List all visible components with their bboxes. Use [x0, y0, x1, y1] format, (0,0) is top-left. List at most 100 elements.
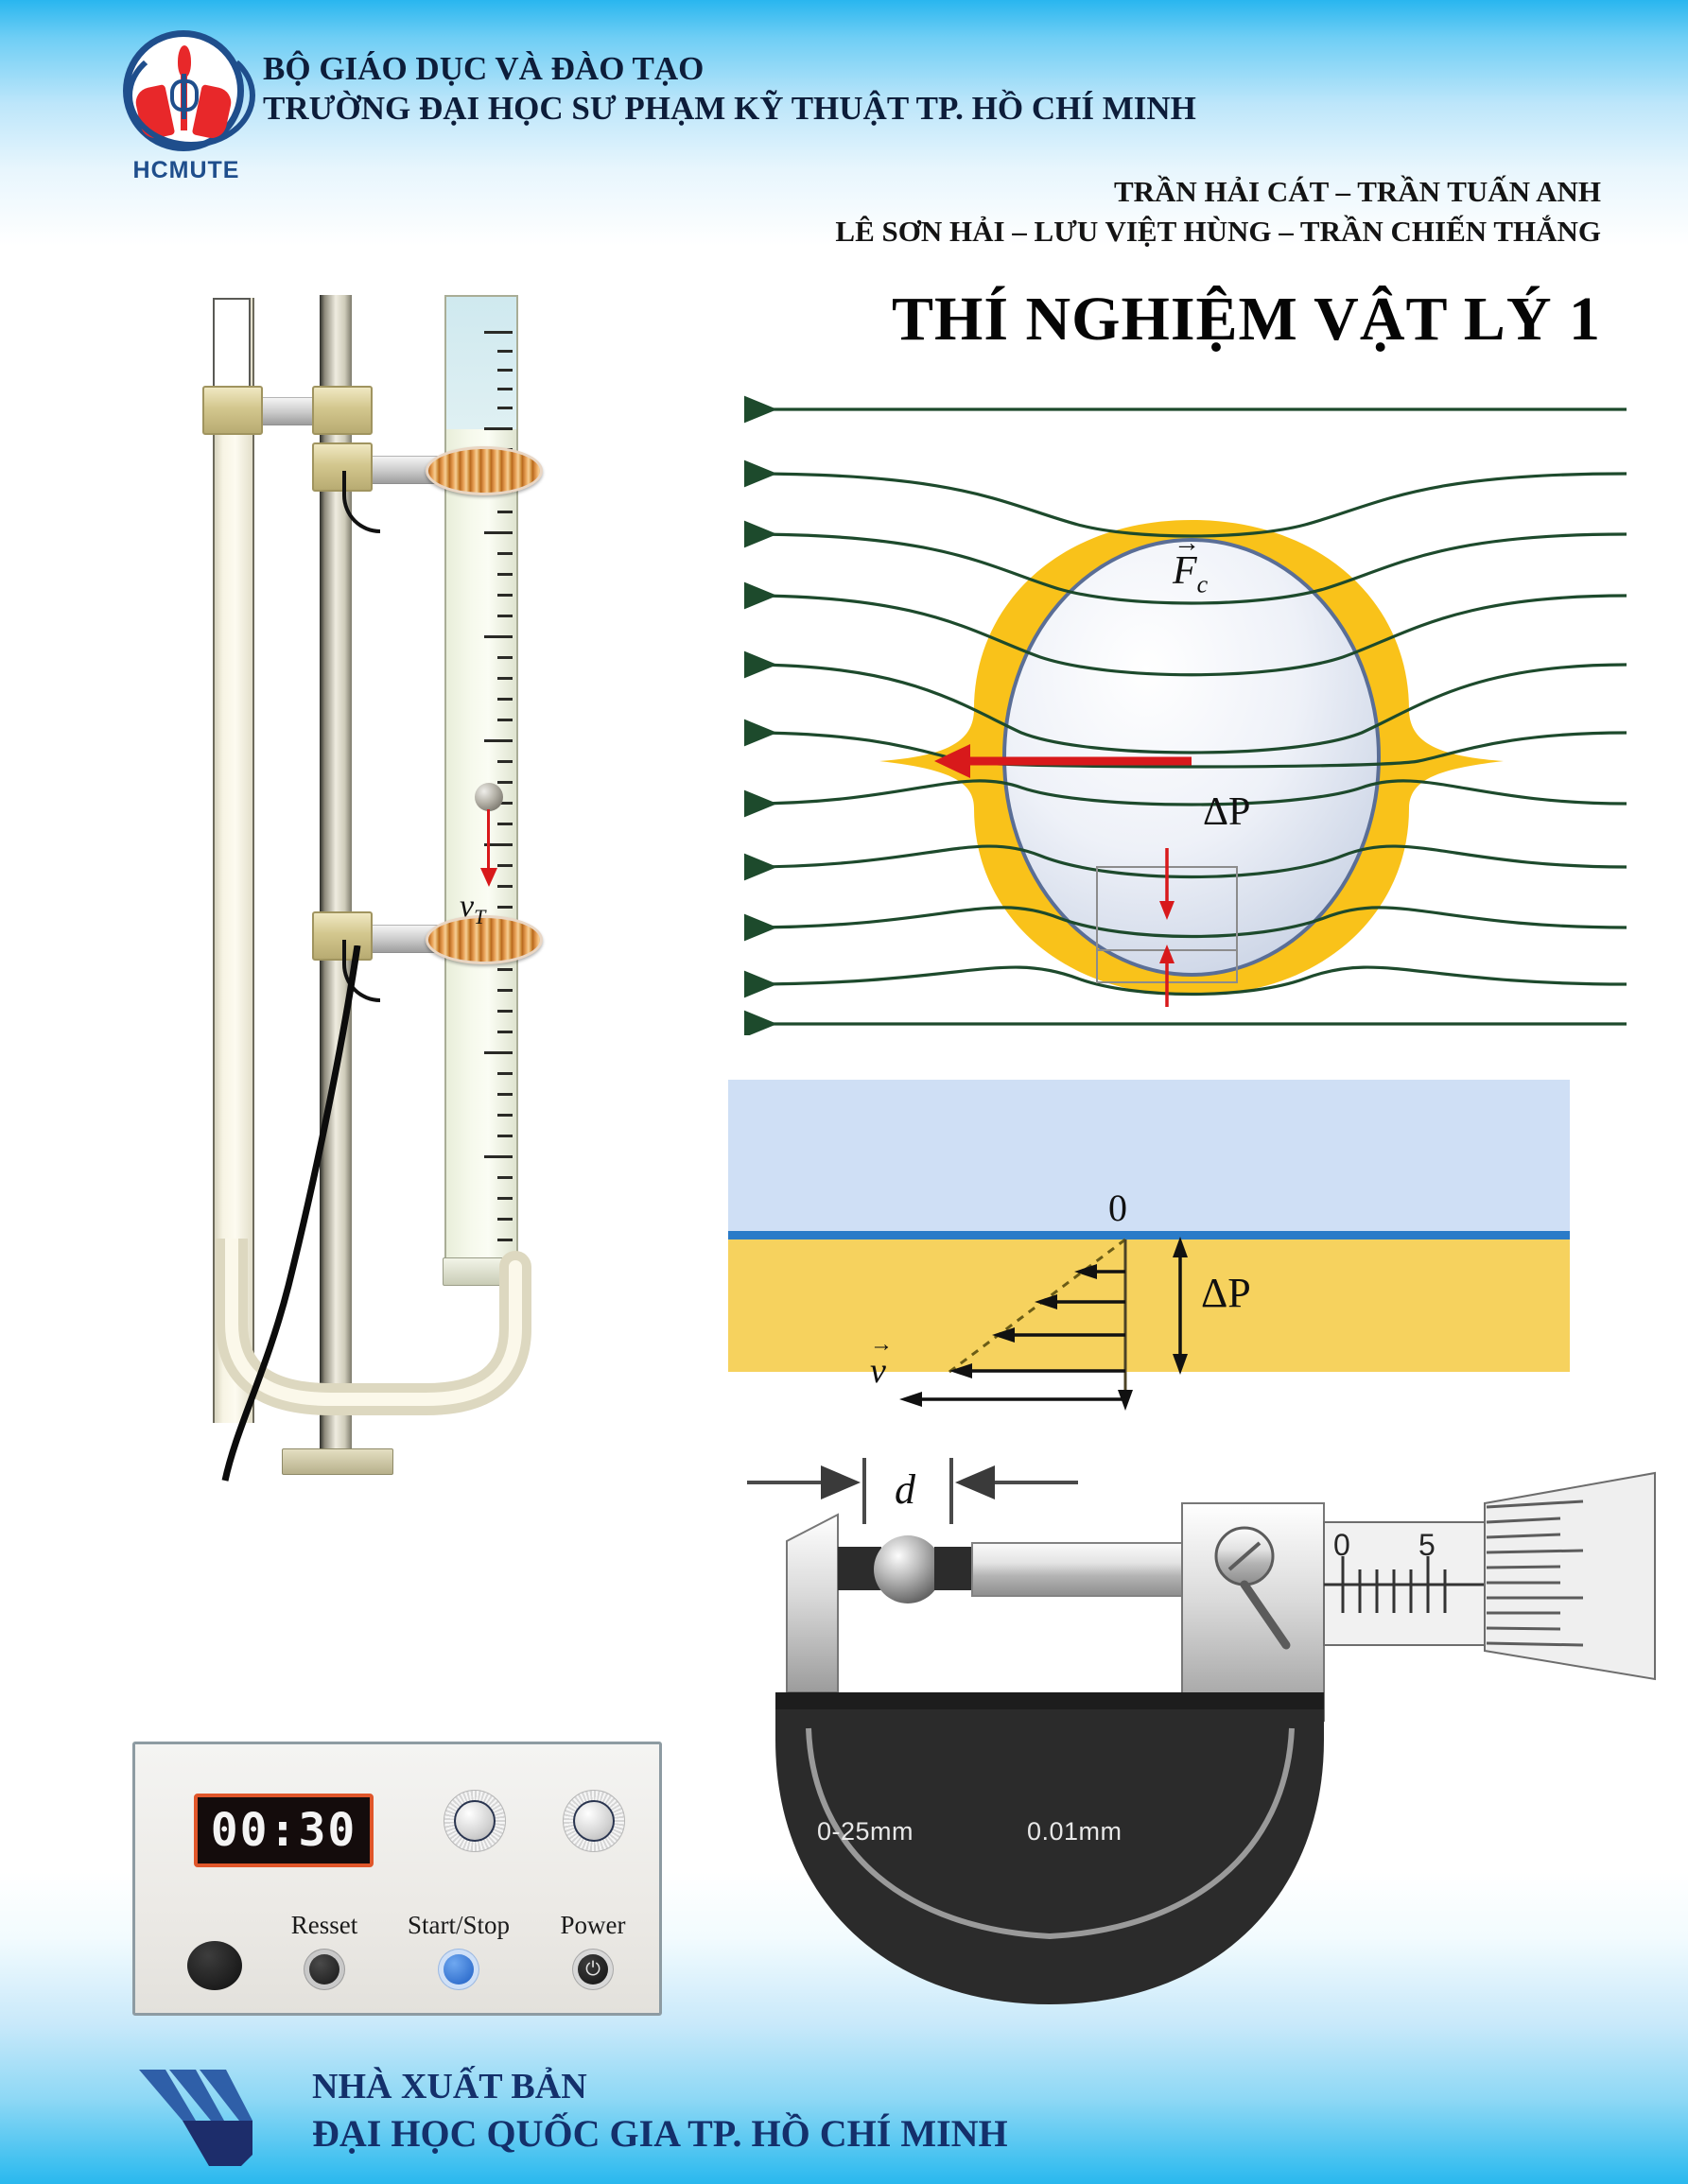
u-tube-open-top: [213, 298, 251, 390]
viscometer-apparatus: vT: [142, 284, 671, 1759]
measured-sphere: [874, 1535, 942, 1603]
ministry-line: BỘ GIÁO DỤC VÀ ĐÀO TẠO: [263, 50, 705, 87]
hcmute-logo-text: HCMUTE: [132, 157, 240, 183]
page-title: THÍ NGHIỆM VẬT LÝ 1: [891, 285, 1601, 354]
drag-force-label: → Fc: [1173, 529, 1209, 598]
clamp-left-upper[interactable]: [202, 386, 263, 435]
scale-tick: [497, 906, 513, 909]
thimble-scale-ticks: [1486, 1499, 1584, 1647]
publisher-logo: [139, 2070, 252, 2166]
footer: NHÀ XUẤT BẢN ĐẠI HỌC QUỐC GIA TP. HỒ CHÍ…: [0, 2056, 1688, 2184]
lower-fluid-layer: [728, 1239, 1570, 1372]
streamline-svg: [743, 395, 1627, 1072]
scale-tick: [484, 1051, 513, 1054]
university-line: TRƯỜNG ĐẠI HỌC SƯ PHẠM KỸ THUẬT TP. HỒ C…: [263, 90, 1196, 127]
dimension-arrowhead-left-icon: [821, 1465, 861, 1499]
terminal-velocity-arrow: [487, 809, 490, 874]
authors-line-1: TRẦN HẢI CÁT – TRẦN TUẤN ANH: [1113, 175, 1601, 208]
micrometer-range-label: 0-25mm: [817, 1817, 914, 1846]
streamline-flow-figure: → Fc ΔP: [719, 383, 1664, 1072]
falling-sphere: [475, 783, 503, 811]
scale-tick: [497, 781, 513, 784]
sleeve-tick-label-0: 0: [1333, 1528, 1351, 1562]
sleeve-tick-label-5: 5: [1418, 1528, 1436, 1562]
velocity-profile-svg: [899, 1237, 1188, 1411]
micrometer-c-frame: [775, 1692, 1324, 2004]
scale-tick: [497, 968, 513, 971]
clamp-rod-upper[interactable]: [312, 386, 373, 435]
velocity-gradient-line: [945, 1238, 1126, 1377]
start-stop-button[interactable]: [444, 1954, 474, 1985]
u-tube-left-limb: [213, 298, 254, 1423]
micrometer-thimble: [1484, 1471, 1656, 1681]
timer-knob-left[interactable]: [444, 1790, 506, 1852]
logo-arc-icon: [127, 43, 255, 147]
scale-tick: [484, 531, 513, 534]
spindle: [971, 1542, 1183, 1597]
scale-tick: [497, 1072, 513, 1075]
scale-tick: [497, 369, 513, 372]
start-stop-button-label: Start/Stop: [407, 1911, 510, 1939]
streamline-group: [743, 395, 1627, 1038]
reset-button[interactable]: [309, 1954, 339, 1985]
digital-timer-device: 00:30 Resset Start/Stop Power ⏻: [132, 1742, 662, 2016]
cylinder-upper-liquid: [446, 297, 516, 429]
timer-display: 00:30: [194, 1794, 374, 1867]
dimension-arrowhead-right-icon: [955, 1465, 995, 1499]
scale-tick: [497, 802, 513, 805]
sleeve-scale-ticks: [1341, 1556, 1447, 1613]
velocity-vectors: [914, 1270, 1125, 1401]
scale-tick: [497, 698, 513, 701]
micrometer-svg: [747, 1458, 1656, 2004]
scale-tick: [497, 1135, 513, 1137]
scale-tick: [497, 573, 513, 576]
scale-tick: [484, 635, 513, 638]
reset-button-label: Resset: [290, 1911, 358, 1939]
scale-tick: [497, 823, 513, 825]
header: HCMUTE BỘ GIÁO DỤC VÀ ĐÀO TẠO TRƯỜNG ĐẠI…: [0, 0, 1688, 248]
cable-plug: [187, 1941, 242, 1990]
scale-tick: [497, 594, 513, 597]
logo-emblem: [123, 30, 255, 151]
origin-label: 0: [1108, 1187, 1127, 1229]
scale-tick: [497, 1010, 513, 1013]
scale-tick: [497, 350, 513, 353]
drag-force-arrow: [934, 744, 1192, 778]
support-rod-base: [282, 1448, 393, 1475]
scale-tick: [497, 1176, 513, 1179]
hcmute-logo: HCMUTE: [115, 30, 255, 183]
scale-tick: [497, 656, 513, 659]
pressure-difference-label-profile: ΔP: [1201, 1270, 1251, 1316]
scale-tick: [497, 1093, 513, 1096]
upper-fluid-layer: [728, 1080, 1570, 1231]
scale-tick: [497, 885, 513, 888]
scale-tick: [484, 331, 513, 334]
velocity-vector-heads: [899, 1264, 1097, 1407]
pressure-bracket-bottom-arrowhead-icon: [1173, 1354, 1188, 1375]
scale-tick: [497, 1114, 513, 1117]
micrometer-figure: d 0-25mm 0.01mm 0 5: [719, 1456, 1674, 2042]
terminal-velocity-label: vT: [460, 889, 486, 928]
power-glyph-icon: ⏻: [585, 1958, 600, 1980]
micrometer-precision-label: 0.01mm: [1027, 1817, 1122, 1846]
terminal-velocity-arrowhead-icon: [480, 868, 497, 887]
power-cable: [221, 945, 361, 1482]
diameter-label: d: [895, 1466, 915, 1513]
copper-coil-lower: [426, 915, 543, 964]
pressure-difference-label-sphere: ΔP: [1203, 790, 1251, 834]
publisher-line-2: ĐẠI HỌC QUỐC GIA TP. HỒ CHÍ MINH: [312, 2112, 1008, 2155]
micrometer-anvil: [786, 1513, 839, 1693]
scale-tick: [497, 511, 513, 513]
scale-tick: [497, 677, 513, 680]
scale-tick: [484, 739, 513, 742]
scale-tick: [497, 1218, 513, 1221]
publisher-line-1: NHÀ XUẤT BẢN: [312, 2067, 587, 2106]
scale-tick: [497, 719, 513, 721]
scale-tick: [497, 388, 513, 390]
timer-knob-right[interactable]: [563, 1790, 625, 1852]
power-button[interactable]: ⏻: [578, 1954, 608, 1985]
copper-coil-upper: [426, 446, 543, 495]
scale-tick: [497, 760, 513, 763]
c-frame-highlight: [806, 1727, 1295, 1940]
